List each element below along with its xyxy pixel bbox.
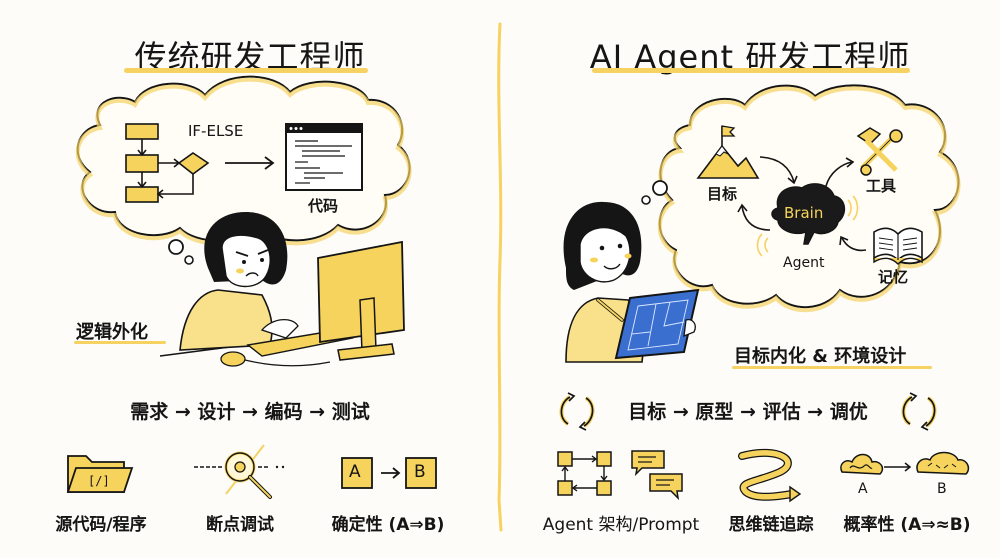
agent-prompt-caption: Agent 架构/Prompt [542,515,700,535]
goal-internalization-label: 目标内化 & 环境设计 [734,346,907,367]
open-book-icon [873,227,923,265]
left-thought-cloud [75,75,412,265]
mountain-flag-icon [696,125,760,179]
developer-at-computer-illustration [159,212,405,367]
a-box-label: A [349,462,361,482]
logic-externalization-underline [74,341,166,344]
brain-label: Brain [784,204,824,222]
cot-tracing-caption: 思维链追踪 [728,515,814,535]
brain-icon [771,183,846,245]
code-label: 代码 [308,197,339,215]
tablet-blueprint-icon [614,288,700,360]
deterministic-caption: 确定性 (A⇒B) [331,515,445,535]
svg-text:[/]: [/] [88,474,110,488]
left-title-underline [124,68,368,73]
cloud-a-to-b-icon [840,451,970,475]
goal-internalization-underline [732,366,932,369]
probabilistic-caption: 概率性 (A⇒≈B) [843,515,971,535]
breakpoint-debug-caption: 断点调试 [206,515,274,535]
right-thought-cloud [641,84,961,313]
agent-developer-with-tablet-illustration [563,201,700,363]
folder-code-icon: [/] [66,455,134,493]
right-title-underline [592,68,910,73]
agent-architecture-icon [557,451,612,496]
memory-label: 记忆 [878,268,909,286]
goal-label: 目标 [707,185,738,203]
source-code-caption: 源代码/程序 [55,515,147,535]
if-else-label: IF-ELSE [188,122,244,140]
agent-label: Agent [783,255,825,271]
cloud-a-label: A [858,481,868,497]
hammer-wrench-icon [856,127,903,176]
tools-label: 工具 [866,177,897,195]
a-to-b-icon [341,457,437,489]
logic-externalization-label: 逻辑外化 [76,322,148,343]
b-box-label: B [414,462,426,482]
chain-of-thought-arrow-icon [738,448,802,503]
right-process-flow: 目标 → 原型 → 评估 → 调优 [628,401,868,423]
cycle-left-icon [559,392,595,431]
prompt-chat-bubbles-icon [631,450,683,501]
left-process-flow: 需求 → 设计 → 编码 → 测试 [130,401,370,423]
magnifier-breakpoint-icon [194,444,285,499]
code-window-icon [285,123,363,191]
cycle-right-icon [901,392,937,431]
cloud-b-label: B [937,481,947,497]
